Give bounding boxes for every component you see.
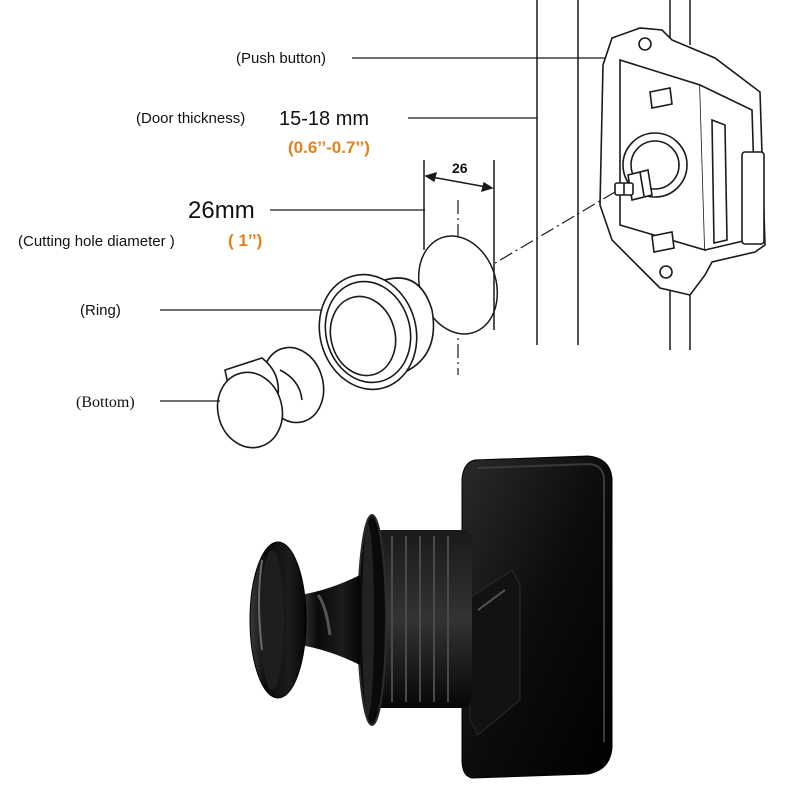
- door-thickness-inches: (0.6’’-0.7’’): [288, 138, 370, 157]
- leader-lines: [160, 57, 605, 402]
- door-thickness-value: 15-18 mm: [279, 108, 369, 130]
- cutting-hole-label: (Cutting hole diameter ): [18, 233, 175, 250]
- hole-size-label: 26mm: [188, 197, 255, 224]
- bottom-knob: [216, 346, 325, 449]
- annotations: (Push button) (Door thickness) 15-18 mm …: [18, 50, 468, 411]
- push-button-label: (Push button): [236, 50, 326, 67]
- ring-label: (Ring): [80, 302, 121, 319]
- cutting-hole: [417, 160, 499, 335]
- bottom-label: (Bottom): [76, 394, 135, 411]
- product-photo: [249, 455, 613, 779]
- dimension-26: [424, 171, 494, 193]
- door-thickness-label: (Door thickness): [136, 110, 245, 127]
- dimension-26-label: 26: [452, 160, 468, 176]
- ring-part: [318, 273, 435, 391]
- cutting-hole-inches: ( 1’’): [228, 231, 262, 250]
- latch-housing: [599, 27, 766, 296]
